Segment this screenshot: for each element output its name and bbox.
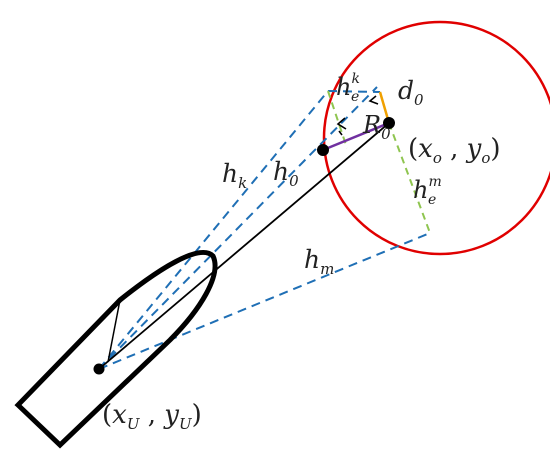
label-h-k: hk [222,159,247,192]
line-h-m [98,232,431,370]
right-angle-marker-left [336,117,347,130]
dashed-sight-lines [98,86,431,370]
label-h-0: h0 [273,157,299,190]
label-h-m: hm [304,245,334,278]
label-usv-coordinates: (xU , yU) [102,400,202,433]
label-d-0: d0 [398,76,424,109]
line-h-e-m [388,122,431,234]
right-angle-markers [336,95,379,136]
usv-hull-inner [107,299,121,363]
line-usv-to-obstacle [98,122,390,370]
right-angle-marker-small [338,130,343,136]
obstacle-center-point [383,117,395,129]
obstacle-circle [322,20,550,256]
usv-center-point [93,363,105,375]
radius-r-0 [322,121,390,152]
label-r-0: R0 [362,111,391,143]
line-h-e-k [327,90,348,149]
label-obstacle-coordinates: (xo , yo) [408,134,501,167]
target-point [317,144,329,156]
line-h-0 [98,86,378,370]
right-angle-marker-top [368,95,379,105]
line-h-k-extension [327,90,381,93]
line-h-k [98,90,329,370]
usv-hull [14,250,218,449]
